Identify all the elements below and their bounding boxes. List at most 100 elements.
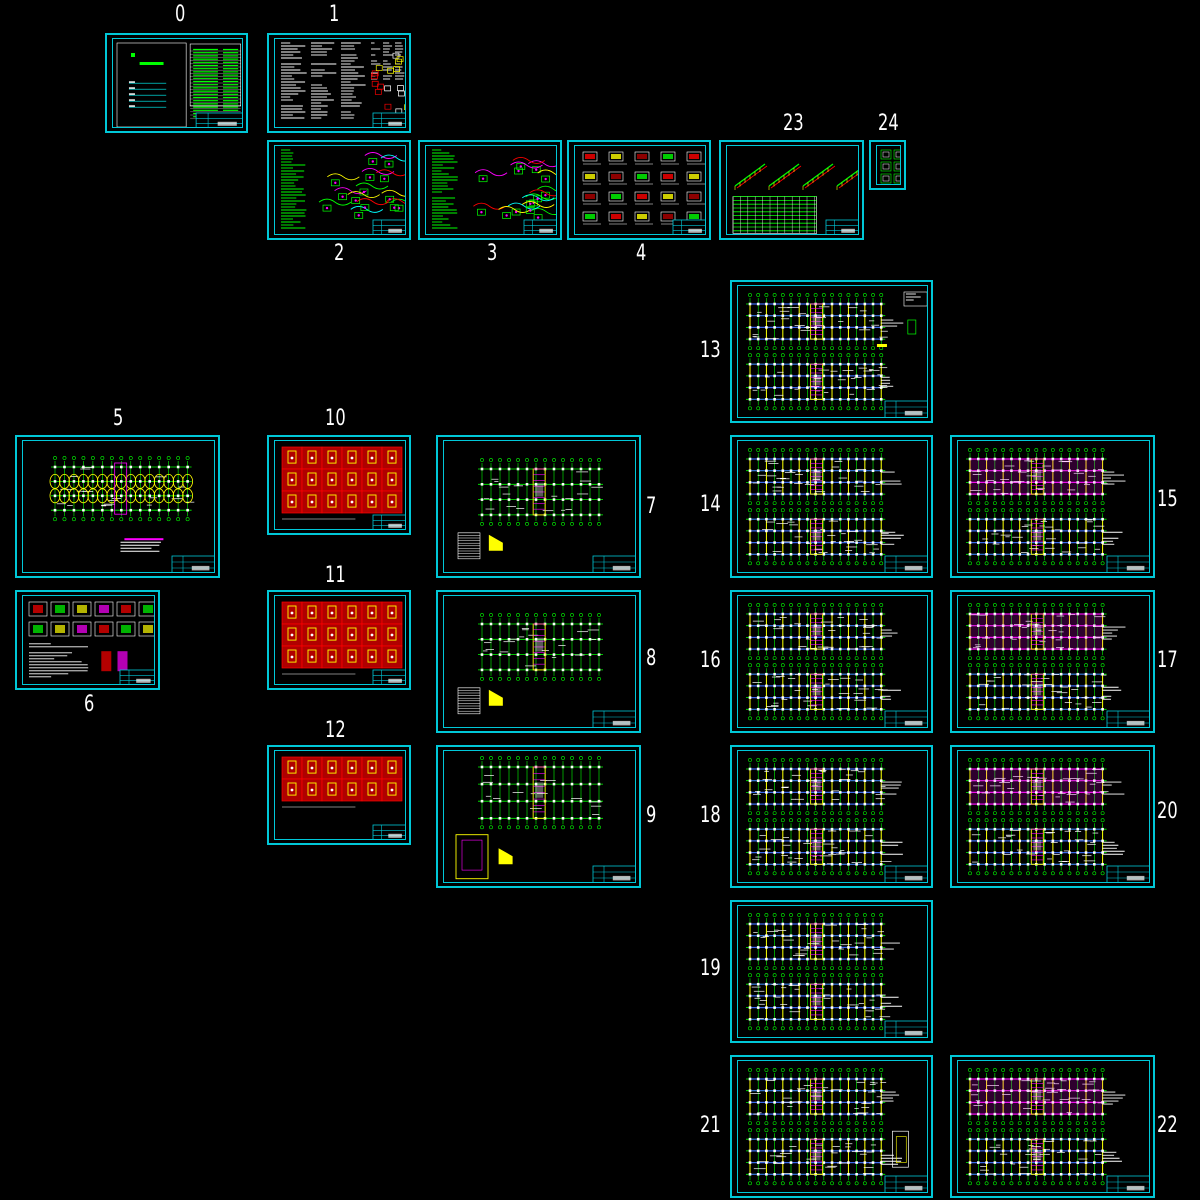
- sheet-number-label: 5: [113, 406, 124, 431]
- sheet-number-label: 11: [325, 563, 346, 588]
- sheet-drawing-content: [880, 149, 900, 184]
- drawing-sheet-23[interactable]: [719, 140, 864, 240]
- drawing-sheet-6[interactable]: [15, 590, 160, 690]
- sheet-border: [274, 750, 406, 840]
- sheet-number-label: 14: [700, 492, 721, 517]
- drawing-sheet-17[interactable]: [950, 590, 1155, 733]
- sheet-border: [737, 1060, 928, 1193]
- drawing-sheet-22[interactable]: [950, 1055, 1155, 1198]
- drawing-sheet-2[interactable]: [267, 140, 411, 240]
- drawing-sheet-0[interactable]: [105, 33, 248, 133]
- sheet-border: [22, 440, 215, 573]
- sheet-border: [737, 905, 928, 1038]
- sheet-number-label: 19: [700, 956, 721, 981]
- sheet-number-label: 0: [175, 2, 186, 27]
- drawing-sheet-5[interactable]: [15, 435, 220, 578]
- sheet-drawing-content: [281, 149, 405, 234]
- drawing-sheet-16[interactable]: [730, 590, 933, 733]
- sheet-drawing-content: [281, 601, 405, 684]
- sheet-border: [22, 595, 155, 685]
- sheet-drawing-content: [457, 613, 635, 727]
- sheet-drawing-content: [281, 756, 405, 839]
- drawing-sheet-4[interactable]: [567, 140, 711, 240]
- sheet-drawing-content: [281, 42, 405, 127]
- drawing-sheet-18[interactable]: [730, 745, 933, 888]
- drawing-sheet-24[interactable]: [869, 140, 906, 190]
- sheet-drawing-content: [28, 601, 154, 684]
- sheet-drawing-content: [966, 1068, 1149, 1192]
- drawing-sheet-10[interactable]: [267, 435, 411, 535]
- sheet-border: [274, 440, 406, 530]
- sheet-border: [957, 595, 1150, 728]
- sheet-border: [574, 145, 706, 235]
- sheet-number-label: 1: [329, 2, 340, 27]
- sheet-drawing-content: [966, 603, 1149, 727]
- sheet-drawing-content: [455, 756, 635, 882]
- sheet-number-label: 21: [700, 1113, 721, 1138]
- sheet-drawing-content: [281, 446, 405, 529]
- drawing-sheet-14[interactable]: [730, 435, 933, 578]
- sheet-drawing-content: [432, 149, 556, 234]
- sheet-border: [443, 440, 636, 573]
- sheet-number-label: 23: [783, 111, 804, 136]
- sheet-border: [737, 750, 928, 883]
- sheet-number-label: 20: [1157, 799, 1178, 824]
- sheet-border: [112, 38, 243, 128]
- drawing-sheet-15[interactable]: [950, 435, 1155, 578]
- sheet-drawing-content: [746, 1068, 927, 1192]
- sheet-drawing-content: [49, 456, 214, 572]
- drawing-sheet-20[interactable]: [950, 745, 1155, 888]
- sheet-border: [957, 440, 1150, 573]
- drawing-sheet-1[interactable]: [267, 33, 411, 133]
- sheet-drawing-content: [746, 291, 927, 417]
- sheet-border: [443, 595, 636, 728]
- drawing-sheet-12[interactable]: [267, 745, 411, 845]
- sheet-border: [876, 145, 901, 185]
- sheet-number-label: 22: [1157, 1113, 1178, 1138]
- sheet-number-label: 9: [646, 803, 657, 828]
- drawing-sheet-3[interactable]: [418, 140, 562, 240]
- sheet-number-label: 10: [325, 406, 346, 431]
- sheet-border: [425, 145, 557, 235]
- sheet-border: [274, 38, 406, 128]
- sheet-border: [443, 750, 636, 883]
- sheet-drawing-content: [457, 458, 635, 572]
- sheet-number-label: 18: [700, 803, 721, 828]
- sheet-border: [274, 595, 406, 685]
- sheet-drawing-content: [966, 758, 1149, 882]
- sheet-border: [726, 145, 859, 235]
- drawing-sheet-7[interactable]: [436, 435, 641, 578]
- sheet-border: [737, 285, 928, 418]
- sheet-number-label: 4: [636, 241, 647, 266]
- sheet-number-label: 12: [325, 718, 346, 743]
- sheet-number-label: 6: [84, 692, 95, 717]
- sheet-number-label: 17: [1157, 648, 1178, 673]
- sheet-drawing-content: [746, 758, 927, 882]
- sheet-border: [274, 145, 406, 235]
- drawing-sheet-11[interactable]: [267, 590, 411, 690]
- drawing-sheet-9[interactable]: [436, 745, 641, 888]
- sheet-drawing-content: [966, 448, 1149, 572]
- sheet-number-label: 13: [700, 338, 721, 363]
- drawing-sheet-21[interactable]: [730, 1055, 933, 1198]
- sheet-border: [737, 595, 928, 728]
- sheet-number-label: 3: [487, 241, 498, 266]
- sheet-drawing-content: [116, 42, 242, 127]
- sheet-number-label: 16: [700, 648, 721, 673]
- drawing-sheet-13[interactable]: [730, 280, 933, 423]
- sheet-number-label: 8: [646, 646, 657, 671]
- sheet-number-label: 2: [334, 241, 345, 266]
- sheet-number-label: 7: [646, 494, 657, 519]
- sheet-border: [957, 750, 1150, 883]
- sheet-border: [737, 440, 928, 573]
- sheet-drawing-content: [746, 913, 927, 1037]
- sheet-number-label: 24: [878, 111, 899, 136]
- sheet-drawing-content: [582, 151, 705, 234]
- sheet-drawing-content: [732, 163, 858, 234]
- drawing-sheet-19[interactable]: [730, 900, 933, 1043]
- sheet-border: [957, 1060, 1150, 1193]
- sheet-drawing-content: [746, 603, 927, 727]
- drawing-sheet-8[interactable]: [436, 590, 641, 733]
- sheet-drawing-content: [746, 448, 927, 572]
